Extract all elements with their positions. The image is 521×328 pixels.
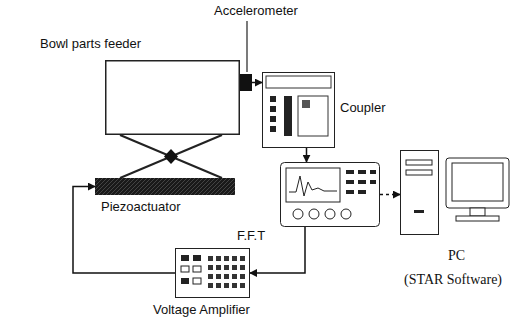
device-label: Voltage Amplifier — [153, 302, 250, 318]
coupler-device: Coupler — [262, 72, 335, 148]
accelerometer-block: Accelerometer — [240, 74, 252, 91]
pivot-joint — [164, 149, 178, 164]
signal-connector — [306, 148, 308, 162]
coupler-device-outline — [262, 72, 335, 148]
scissor-leg — [120, 135, 222, 178]
voltage-amplifier-outline — [175, 248, 250, 298]
device-label: F.F.T — [237, 228, 265, 244]
scissor-leg — [120, 135, 222, 178]
pc-computer: PC(STAR Software) — [400, 150, 510, 235]
accelerometer-block-outline — [240, 74, 252, 91]
fft-analyzer: F.F.T — [280, 162, 380, 227]
device-label: Bowl parts feeder — [40, 36, 141, 52]
piezo-actuator-outline — [95, 178, 235, 195]
device-label: Accelerometer — [214, 3, 298, 19]
device-label: Coupler — [340, 100, 386, 116]
fft-analyzer-outline — [280, 162, 380, 227]
feeder-bowl: Bowl parts feeder — [105, 60, 240, 135]
leader-line — [246, 21, 247, 72]
signal-connector — [252, 82, 262, 84]
piezo-actuator: Piezoactuator — [95, 178, 235, 195]
device-label: PC — [448, 248, 465, 264]
device-label: (STAR Software) — [404, 272, 502, 288]
device-label: Piezoactuator — [101, 199, 181, 215]
feeder-bowl-outline — [105, 60, 240, 135]
voltage-amplifier: Voltage Amplifier — [175, 248, 250, 298]
pc-computer-outline — [400, 150, 510, 235]
signal-connector — [380, 194, 400, 196]
